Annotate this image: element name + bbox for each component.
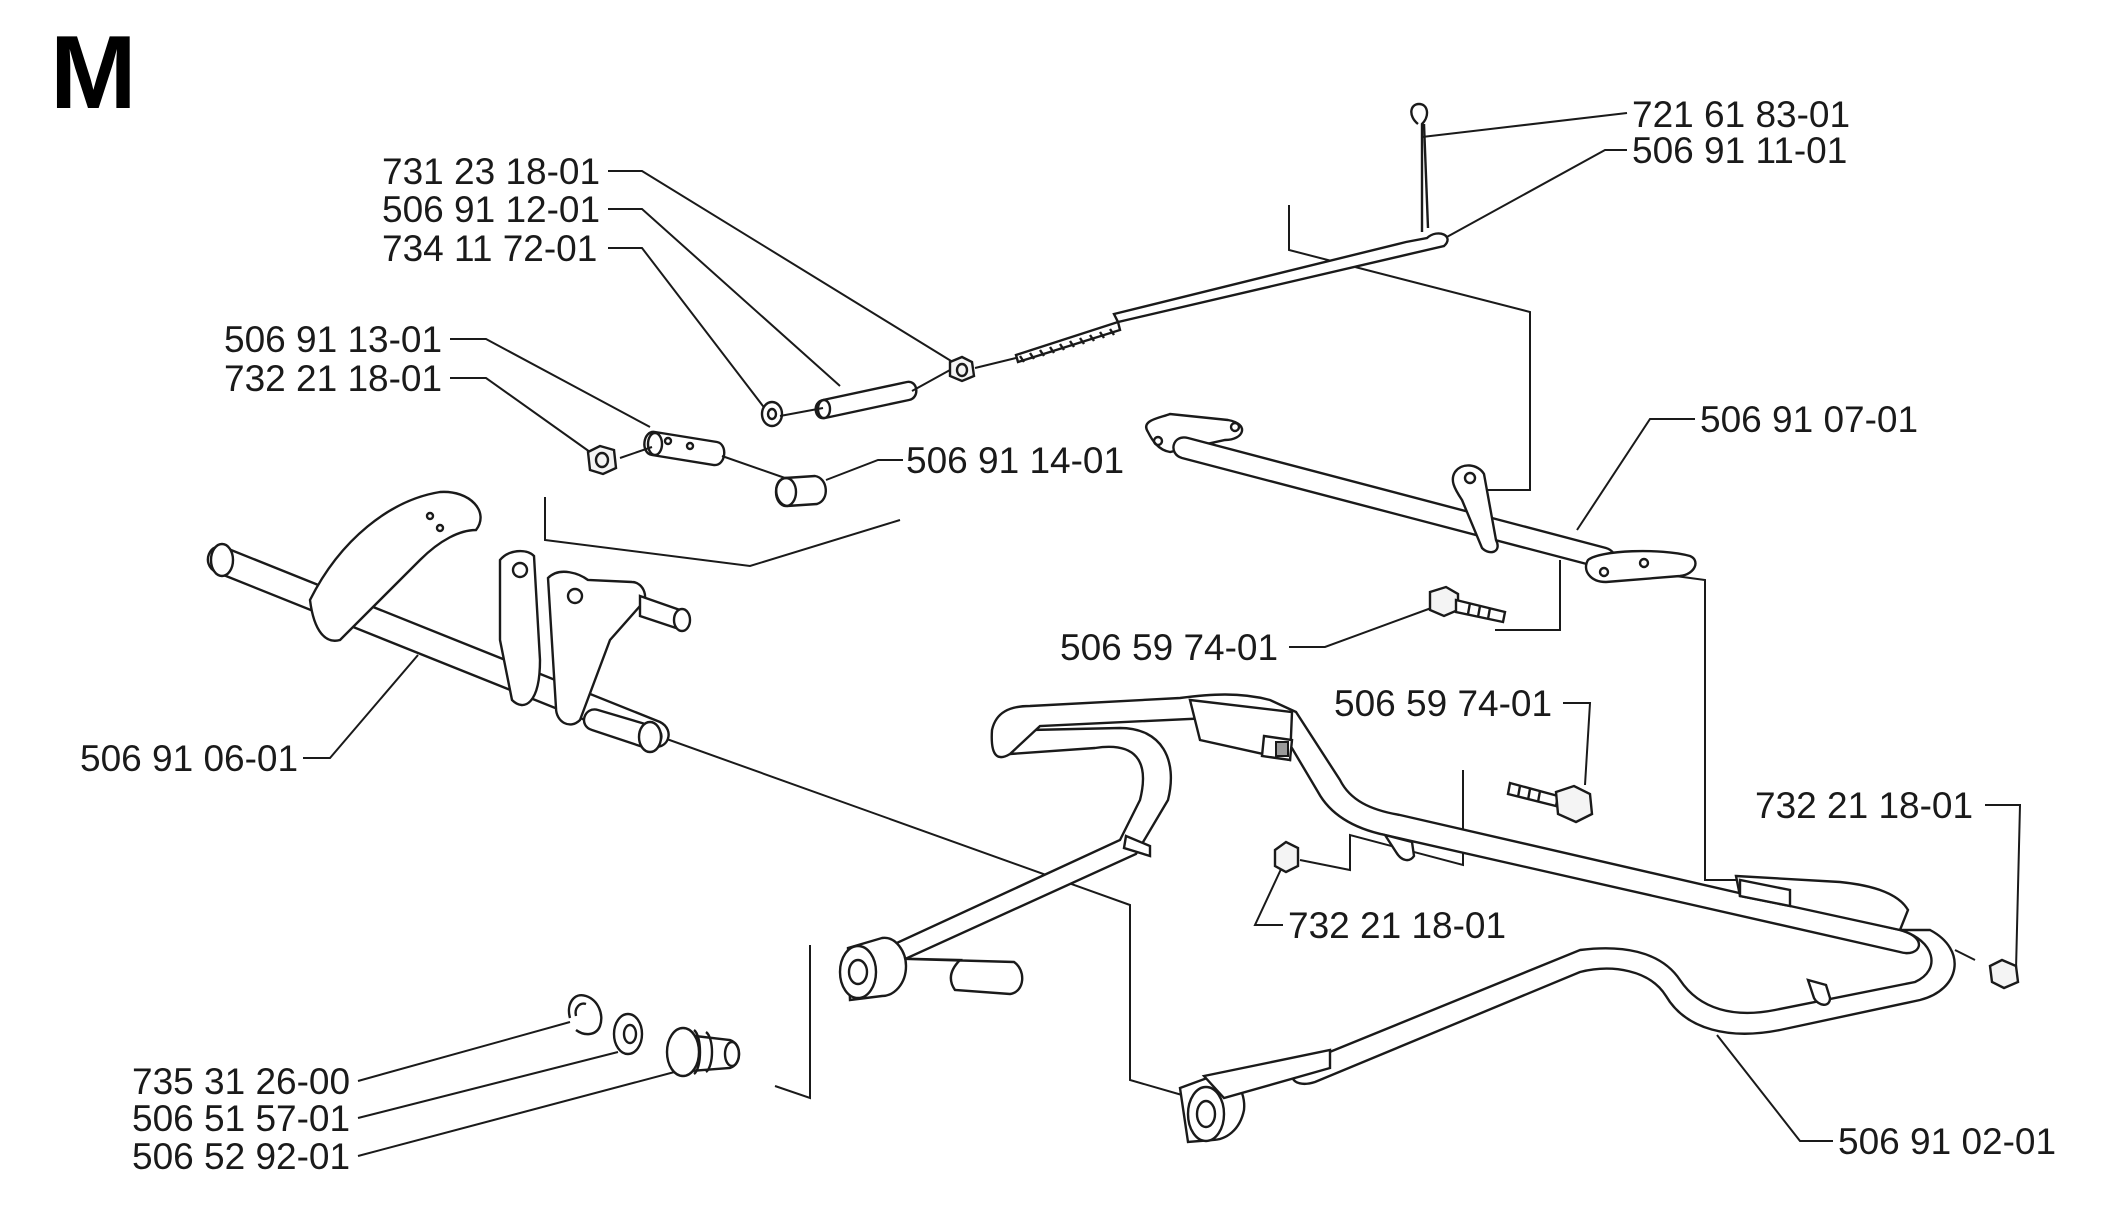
split-pin-icon — [1410, 102, 1430, 232]
part-label: 732 21 18-01 — [1755, 785, 1973, 826]
bushing-icon — [814, 380, 918, 420]
bushing-icon — [665, 1026, 741, 1078]
nut-icon — [948, 355, 976, 383]
section-letter: M — [50, 15, 137, 131]
left-shaft-icon — [206, 490, 692, 754]
part-label: 506 59 74-01 — [1334, 683, 1552, 724]
pin-icon — [643, 430, 726, 467]
washer-icon — [760, 400, 784, 428]
roller-icon — [838, 936, 1332, 1144]
spacer-icon — [774, 474, 827, 508]
part-label: 506 91 13-01 — [224, 319, 442, 360]
part-label: 732 21 18-01 — [1288, 905, 1506, 946]
connector-line — [619, 357, 1017, 479]
part-label: 506 91 14-01 — [906, 440, 1124, 481]
leader-lines — [303, 112, 2022, 1157]
part-label: 506 59 74-01 — [1060, 627, 1278, 668]
circlip-icon — [567, 994, 603, 1036]
part-label: 721 61 83-01 — [1632, 94, 1850, 135]
part-label: 506 91 07-01 — [1700, 399, 1918, 440]
part-label: 735 31 26-00 — [132, 1061, 350, 1102]
frame-icon — [854, 693, 1956, 1085]
part-labels: 721 61 83-01 506 91 11-01 731 23 18-01 5… — [80, 94, 2056, 1177]
nut-icon — [1273, 840, 1300, 874]
part-label: 732 21 18-01 — [224, 358, 442, 399]
part-label: 506 91 11-01 — [1632, 130, 1847, 171]
nut-icon — [1988, 958, 2020, 990]
bolt-icon — [1428, 585, 1507, 624]
part-label: 506 52 92-01 — [132, 1136, 350, 1177]
bolt-icon — [1506, 781, 1594, 824]
lock-nut-icon — [586, 444, 618, 476]
part-label: 506 91 02-01 — [1838, 1121, 2056, 1162]
upper-shaft-icon — [1145, 412, 1697, 584]
part-label: 506 91 06-01 — [80, 738, 298, 779]
rod-icon — [1014, 232, 1449, 364]
part-label: 731 23 18-01 — [382, 151, 600, 192]
part-label: 734 11 72-01 — [382, 228, 597, 269]
part-label: 506 91 12-01 — [382, 189, 600, 230]
washer-icon — [612, 1012, 644, 1056]
part-label: 506 51 57-01 — [132, 1098, 350, 1139]
